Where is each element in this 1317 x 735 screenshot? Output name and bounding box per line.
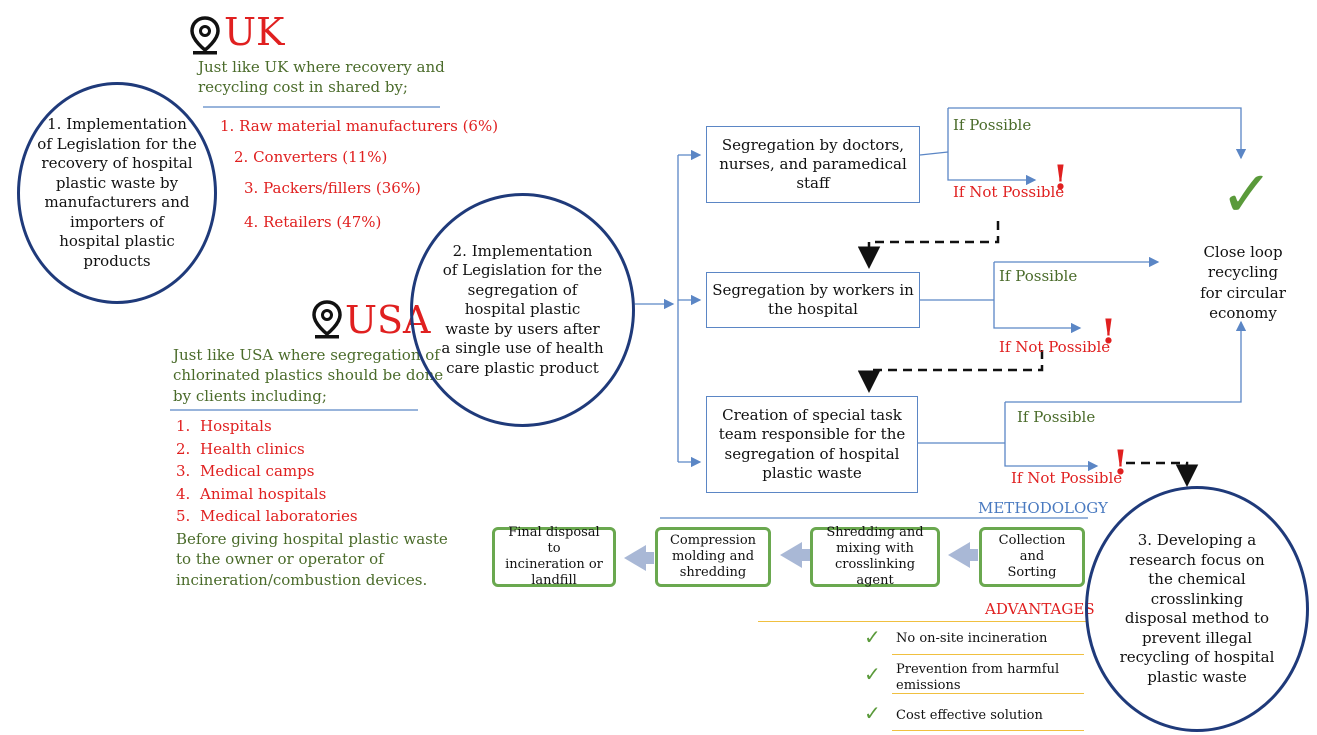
uk-intro: Just like UK where recovery and recyclin… xyxy=(198,58,445,97)
advantage-item-1: No on-site incineration xyxy=(896,631,1048,646)
advantages-title: ADVANTAGES xyxy=(985,600,1095,618)
arrow-box1-possible xyxy=(948,107,1247,160)
arrow-box3-not-possible xyxy=(1004,402,1099,472)
arrow-box2-not-possible xyxy=(993,262,1082,334)
list-item: 5.Medical laboratories xyxy=(176,507,358,526)
list-item: 3.Medical camps xyxy=(176,462,315,481)
advantage-item-2: Prevention from harmful emissions xyxy=(896,662,1060,693)
methodology-title: METHODOLOGY xyxy=(978,499,1108,517)
uk-item-1: 1. Raw material manufacturers (6%) xyxy=(220,117,499,135)
uk-item-4: 4. Retailers (47%) xyxy=(244,213,382,231)
check-icon-adv-3: ✓ xyxy=(864,701,881,725)
usa-footer: Before giving hospital plastic waste to … xyxy=(176,530,448,589)
dashed-arrow-to-circle3 xyxy=(1126,461,1199,487)
uk-item-3: 3. Packers/fillers (36%) xyxy=(244,179,421,197)
uk-title: UK xyxy=(224,10,285,54)
usa-location-pin-icon xyxy=(311,300,343,344)
list-item: 2.Health clinics xyxy=(176,439,305,458)
if-not-possible-label-2: If Not Possible xyxy=(999,338,1111,356)
close-loop-recycling-label: Close loop recycling for circular econom… xyxy=(1200,243,1286,322)
advantage-rule-3 xyxy=(892,730,1084,731)
if-possible-label-3: If Possible xyxy=(1017,408,1096,426)
dashed-arrow-to-box3 xyxy=(857,350,1044,393)
usa-intro: Just like USA where segregation of chlor… xyxy=(173,346,444,405)
chevron-arrow-1 xyxy=(948,542,970,568)
advantages-divider xyxy=(758,621,1086,622)
uk-location-pin-icon xyxy=(189,16,221,60)
advantage-rule-1 xyxy=(892,654,1084,655)
if-not-possible-label-1: If Not Possible xyxy=(953,183,1065,201)
exclamation-icon-3: ! xyxy=(1113,443,1128,483)
advantage-item-3: Cost effective solution xyxy=(896,708,1043,723)
if-possible-label-1: If Possible xyxy=(953,116,1032,134)
box-segregation-doctors: Segregation by doctors,nurses, and param… xyxy=(706,126,920,203)
list-item: 1.Hospitals xyxy=(176,417,272,435)
if-not-possible-label-3: If Not Possible xyxy=(1011,469,1123,487)
list-item: 4.Animal hospitals xyxy=(176,484,327,503)
advantage-rule-2 xyxy=(892,693,1084,694)
arrow-box1-not-possible xyxy=(947,108,1037,186)
chevron-arrow-3 xyxy=(624,545,646,571)
chevron-arrow-2 xyxy=(780,542,802,568)
check-icon-adv-1: ✓ xyxy=(864,625,881,649)
exclamation-icon-2: ! xyxy=(1101,312,1116,352)
usa-client-list: 1.Hospitals 2.Health clinics 3.Medical c… xyxy=(176,415,358,528)
check-icon-adv-2: ✓ xyxy=(864,662,881,686)
uk-item-2: 2. Converters (11%) xyxy=(234,148,388,166)
dashed-arrow-to-box2 xyxy=(857,221,1000,269)
if-possible-label-2: If Possible xyxy=(999,267,1078,285)
check-icon-large: ✓ xyxy=(1220,158,1274,232)
exclamation-icon-1: ! xyxy=(1053,158,1068,198)
arrow-box3-possible xyxy=(1005,320,1247,403)
